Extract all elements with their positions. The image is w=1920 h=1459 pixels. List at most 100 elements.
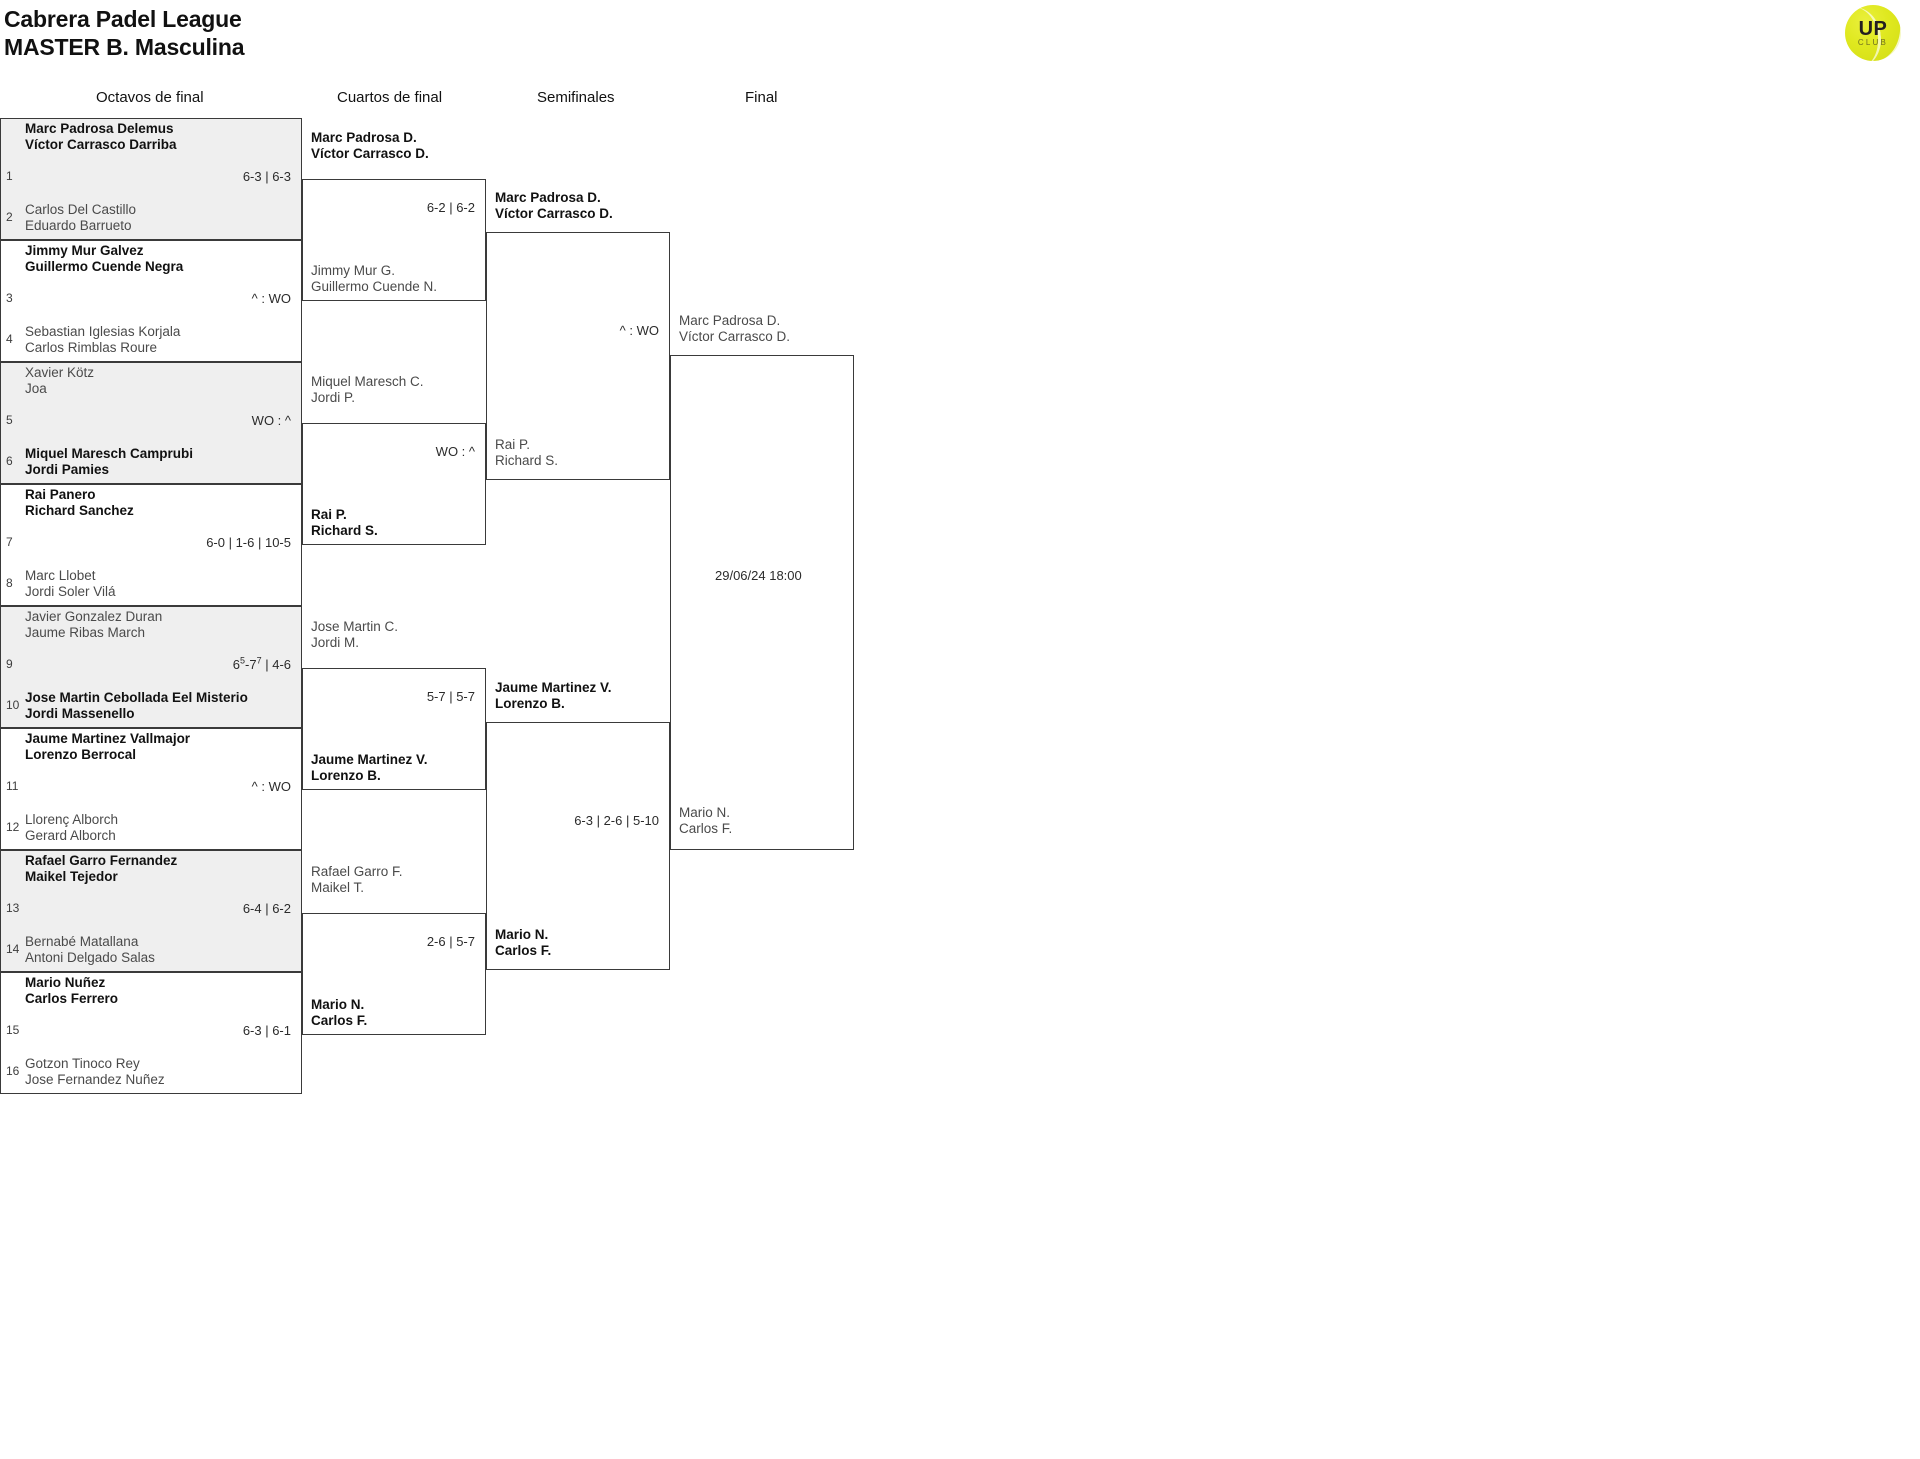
player-name: Marc Llobet: [25, 568, 96, 583]
player-name: Mario N.: [311, 997, 365, 1012]
page-title: Cabrera Padel League MASTER B. Masculina: [4, 5, 244, 61]
team-top: Marc Padrosa Delemus Víctor Carrasco Dar…: [25, 121, 297, 153]
player-name: Guillermo Cuende Negra: [25, 258, 184, 274]
match-r16-1[interactable]: 1 Marc Padrosa Delemus Víctor Carrasco D…: [0, 118, 302, 240]
player-name: Carlos F.: [311, 1012, 368, 1028]
team-bottom: Miquel Maresch Camprubi Jordi Pamies: [25, 446, 297, 478]
team-bottom: Llorenç Alborch Gerard Alborch: [25, 812, 297, 844]
seed-number-bottom: 14: [6, 942, 20, 956]
match-r16-7[interactable]: 13 Rafael Garro Fernandez Maikel Tejedor…: [0, 850, 302, 972]
match-final[interactable]: Marc Padrosa D. Víctor Carrasco D. 29/06…: [670, 313, 854, 850]
match-score: 6-0 | 1-6 | 10-5: [206, 535, 291, 550]
player-name: Jordi Massenello: [25, 705, 135, 721]
match-score: 6-3 | 6-1: [242, 1023, 291, 1038]
match-r16-4[interactable]: 7 Rai Panero Richard Sanchez 6-0 | 1-6 |…: [0, 484, 302, 606]
team-bottom: Marc Llobet Jordi Soler Vilá: [25, 568, 297, 600]
final-schedule: 29/06/24 18:00: [715, 568, 802, 583]
round-heading-octavos: Octavos de final: [96, 89, 204, 106]
player-name: Jordi Soler Vilá: [25, 583, 116, 599]
round-heading-semis: Semifinales: [537, 89, 615, 106]
team-top: Xavier Kötz Joa: [25, 365, 297, 397]
player-name: Joa: [25, 380, 47, 396]
player-name: Rai P.: [311, 507, 347, 522]
player-name: Antoni Delgado Salas: [25, 949, 155, 965]
match-score: 6-2 | 6-2: [426, 200, 475, 215]
player-name: Marc Padrosa Delemus: [25, 121, 174, 136]
title-line-1: Cabrera Padel League: [4, 6, 242, 32]
player-name: Miquel Maresch C.: [311, 374, 424, 389]
match-sf-1[interactable]: Marc Padrosa D. Víctor Carrasco D. ^ : W…: [486, 190, 670, 480]
team-top: Mario Nuñez Carlos Ferrero: [25, 975, 297, 1007]
team-top: Jimmy Mur Galvez Guillermo Cuende Negra: [25, 243, 297, 275]
player-name: Eduardo Barrueto: [25, 217, 132, 233]
match-qf-1[interactable]: Marc Padrosa D. Víctor Carrasco D. 6-2 |…: [302, 130, 486, 301]
player-name: Jaume Ribas March: [25, 624, 146, 640]
player-name: Lorenzo B.: [311, 767, 381, 783]
team-top: Miquel Maresch C. Jordi P.: [311, 374, 481, 406]
seed-number-bottom: 16: [6, 1064, 20, 1078]
team-bottom: Jose Martin Cebollada Eel Misterio Jordi…: [25, 690, 297, 722]
match-qf-4[interactable]: Rafael Garro F. Maikel T. 2-6 | 5-7 Mari…: [302, 864, 486, 1035]
player-name: Lorenzo Berrocal: [25, 746, 137, 762]
player-name: Rai Panero: [25, 487, 96, 502]
player-name: Llorenç Alborch: [25, 812, 119, 827]
team-top: Jaume Martinez V. Lorenzo B.: [495, 680, 665, 712]
seed-number-top: 3: [6, 291, 13, 305]
round-heading-cuartos: Cuartos de final: [337, 89, 443, 106]
player-name: Carlos Ferrero: [25, 990, 119, 1006]
team-bottom: Bernabé Matallana Antoni Delgado Salas: [25, 934, 297, 966]
team-bottom: Rai P. Richard S.: [311, 507, 481, 539]
team-top: Marc Padrosa D. Víctor Carrasco D.: [495, 190, 665, 222]
match-r16-5[interactable]: 9 Javier Gonzalez Duran Jaume Ribas Marc…: [0, 606, 302, 728]
match-r16-3[interactable]: 5 Xavier Kötz Joa WO : ^ 6 Miquel Maresc…: [0, 362, 302, 484]
seed-number-bottom: 10: [6, 698, 20, 712]
match-qf-3[interactable]: Jose Martin C. Jordi M. 5-7 | 5-7 Jaume …: [302, 619, 486, 790]
player-name: Miquel Maresch Camprubi: [25, 446, 194, 461]
match-sf-2[interactable]: Jaume Martinez V. Lorenzo B. 6-3 | 2-6 |…: [486, 680, 670, 970]
seed-number-top: 15: [6, 1023, 20, 1037]
logo-main-text: UP: [1858, 18, 1888, 40]
match-r16-2[interactable]: 3 Jimmy Mur Galvez Guillermo Cuende Negr…: [0, 240, 302, 362]
player-name: Mario Nuñez: [25, 975, 106, 990]
match-score: 6-4 | 6-2: [242, 901, 291, 916]
match-score: 65-77 | 4-6: [232, 655, 291, 672]
match-qf-2[interactable]: Miquel Maresch C. Jordi P. WO : ^ Rai P.…: [302, 374, 486, 545]
player-name: Jose Martin Cebollada Eel Misterio: [25, 690, 248, 705]
player-name: Jordi M.: [311, 634, 360, 650]
team-bottom: Rai P. Richard S.: [495, 437, 665, 469]
player-name: Rai P.: [495, 437, 531, 452]
seed-number-bottom: 12: [6, 820, 20, 834]
team-top: Marc Padrosa D. Víctor Carrasco D.: [679, 313, 849, 345]
player-name: Carlos Rimblas Roure: [25, 339, 158, 355]
player-name: Carlos F.: [679, 820, 733, 836]
player-name: Gerard Alborch: [25, 827, 116, 843]
seed-number-bottom: 8: [6, 576, 13, 590]
team-bottom: Jimmy Mur G. Guillermo Cuende N.: [311, 263, 481, 295]
seed-number-top: 11: [6, 779, 19, 793]
match-r16-6[interactable]: 11 Jaume Martinez Vallmajor Lorenzo Berr…: [0, 728, 302, 850]
player-name: Víctor Carrasco D.: [679, 328, 791, 344]
match-score: ^ : WO: [251, 779, 291, 794]
team-bottom: Jaume Martinez V. Lorenzo B.: [311, 752, 481, 784]
player-name: Jordi P.: [311, 389, 356, 405]
player-name: Carlos Del Castillo: [25, 202, 137, 217]
match-r16-8[interactable]: 15 Mario Nuñez Carlos Ferrero 6-3 | 6-1 …: [0, 972, 302, 1094]
match-score: 5-7 | 5-7: [426, 689, 475, 704]
player-name: Jose Martin C.: [311, 619, 399, 634]
player-name: Jaume Martinez V.: [311, 752, 428, 767]
team-top: Rafael Garro F. Maikel T.: [311, 864, 481, 896]
player-name: Richard Sanchez: [25, 502, 134, 518]
team-bottom: Carlos Del Castillo Eduardo Barrueto: [25, 202, 297, 234]
player-name: Jordi Pamies: [25, 461, 110, 477]
player-name: Lorenzo B.: [495, 695, 565, 711]
team-top: Rafael Garro Fernandez Maikel Tejedor: [25, 853, 297, 885]
player-name: Jimmy Mur G.: [311, 263, 395, 278]
logo-sub-text: CLUB: [1857, 38, 1889, 47]
seed-number-top: 13: [6, 901, 20, 915]
match-score: 6-3 | 2-6 | 5-10: [574, 813, 659, 828]
player-name: Víctor Carrasco D.: [311, 145, 429, 161]
player-name: Jose Fernandez Nuñez: [25, 1071, 165, 1087]
player-name: Maikel T.: [311, 879, 365, 895]
player-name: Richard S.: [495, 452, 559, 468]
